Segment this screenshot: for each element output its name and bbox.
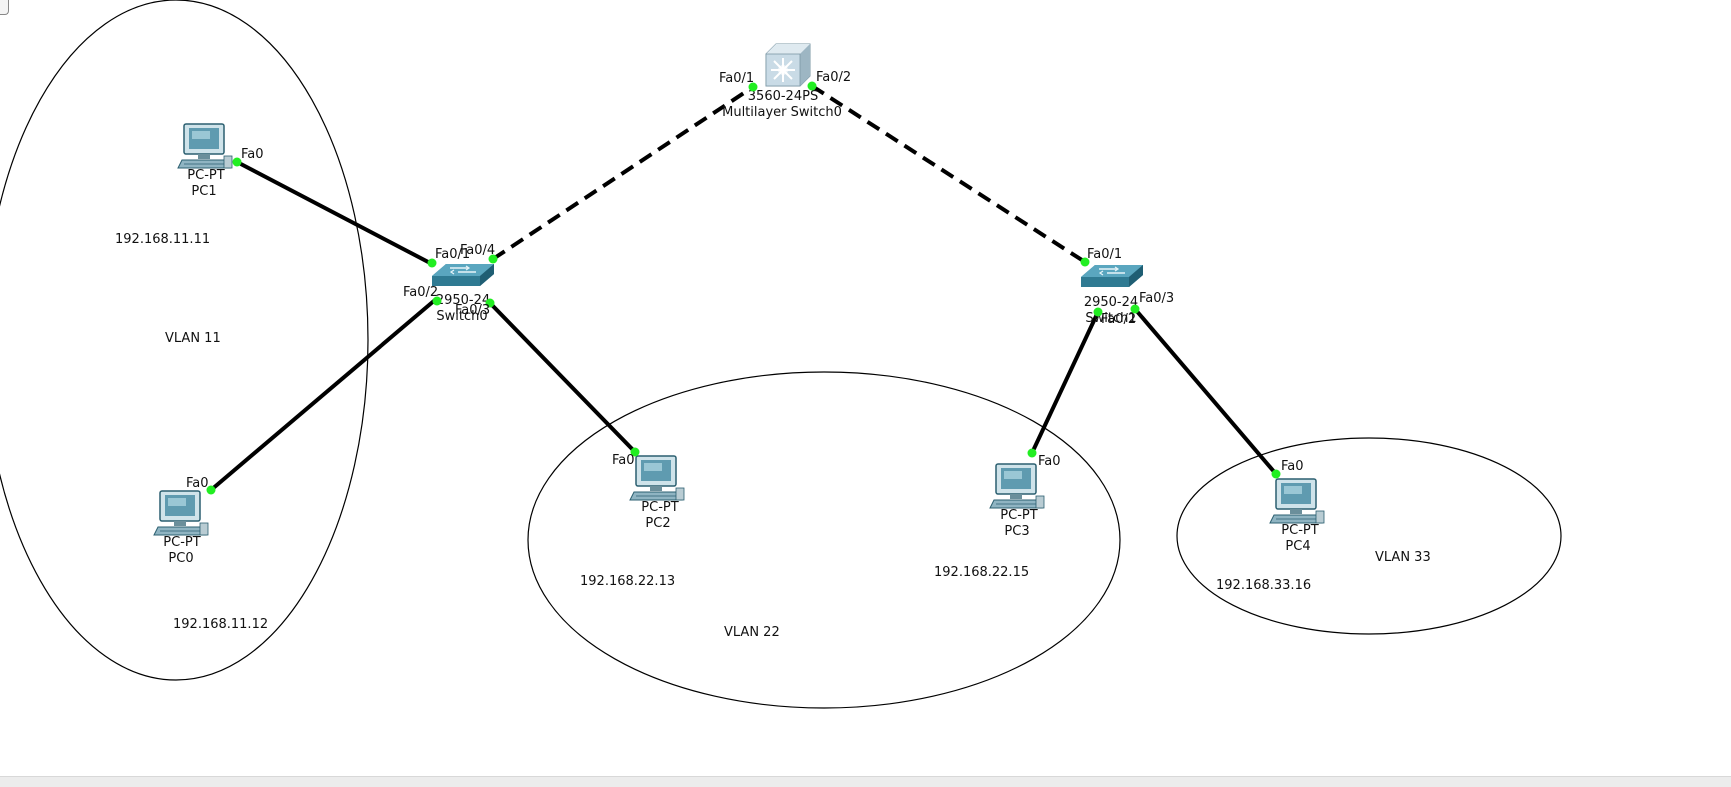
switch0-fa03-dot <box>485 298 495 308</box>
switch0-fa01-dot <box>427 258 437 268</box>
pc0-name: PC0 <box>168 551 193 566</box>
switch1-fa03-dot <box>1130 304 1140 314</box>
pc4-name: PC4 <box>1285 539 1310 554</box>
pc3-icon <box>989 463 1045 509</box>
pc4-device[interactable]: PC-PT PC4 <box>1269 478 1325 554</box>
link-pc4-switch1[interactable] <box>1133 307 1278 476</box>
switch1-fa01-label: Fa0/1 <box>1087 247 1122 262</box>
pc1-port-label: Fa0 <box>241 147 264 162</box>
switch1-fa01-dot <box>1080 257 1090 267</box>
pc0-type: PC-PT <box>163 535 200 550</box>
vlan22-boundary <box>527 371 1121 709</box>
switch1-model: 2950-24 <box>1084 295 1138 310</box>
pc3-ip-note: 192.168.22.15 <box>934 565 1029 580</box>
multilayer-fa01-dot <box>748 82 758 92</box>
pc1-icon <box>177 123 233 169</box>
multilayer-fa02-dot <box>807 81 817 91</box>
workspace-bottom-bar <box>0 776 1731 787</box>
pc0-device[interactable]: PC-PT PC0 <box>153 490 209 566</box>
switch0-fa01-label: Fa0/1 <box>435 247 470 262</box>
pc0-ip-note: 192.168.11.12 <box>173 617 268 632</box>
multilayer-fa01-label: Fa0/1 <box>719 71 754 86</box>
vlan11-boundary <box>0 0 369 681</box>
switch0-fa04-label: Fa0/4 <box>460 243 495 258</box>
switch0-fa03-label: Fa0/3 <box>455 303 490 318</box>
pc1-type: PC-PT <box>187 168 224 183</box>
pc2-port-dot <box>630 447 640 457</box>
pc4-ip-note: 192.168.33.16 <box>1216 578 1311 593</box>
switch0-icon <box>431 263 495 287</box>
switch0-name: Switch0 <box>436 309 487 324</box>
pc3-device[interactable]: PC-PT PC3 <box>989 463 1045 539</box>
pc2-icon <box>629 455 685 501</box>
link-pc2-switch0[interactable] <box>488 301 637 454</box>
multilayer-switch-name: Multilayer Switch0 <box>722 105 842 120</box>
multilayer-fa02-label: Fa0/2 <box>816 70 851 85</box>
link-pc3-switch1[interactable] <box>1030 311 1100 454</box>
multilayer-switch-model: 3560-24PS <box>748 89 818 104</box>
switch0-fa04-dot <box>488 254 498 264</box>
pc1-device[interactable]: PC-PT PC1 <box>177 123 233 199</box>
link-pc1-switch0[interactable] <box>236 160 433 266</box>
switch1-icon <box>1080 264 1144 288</box>
pc4-port-dot <box>1271 469 1281 479</box>
vlan33-note: VLAN 33 <box>1375 550 1431 565</box>
pc4-icon <box>1269 478 1325 524</box>
pc3-type: PC-PT <box>1000 508 1037 523</box>
link-pc0-switch0[interactable] <box>209 298 437 492</box>
pc1-name: PC1 <box>191 184 216 199</box>
vlan11-note: VLAN 11 <box>165 331 221 346</box>
switch1-fa02-label: Fa0/2 <box>1101 312 1136 327</box>
switch1-fa03-label: Fa0/3 <box>1139 291 1174 306</box>
pc2-type: PC-PT <box>641 500 678 515</box>
pc3-port-label: Fa0 <box>1038 454 1061 469</box>
pc2-port-label: Fa0 <box>612 453 635 468</box>
pc3-port-dot <box>1027 448 1037 458</box>
pc2-ip-note: 192.168.22.13 <box>580 574 675 589</box>
pc2-device[interactable]: PC-PT PC2 <box>629 455 685 531</box>
pc1-port-dot <box>232 157 242 167</box>
switch0-fa02-dot <box>432 296 442 306</box>
pc3-name: PC3 <box>1004 524 1029 539</box>
link-switch0-multilayer[interactable] <box>491 85 755 261</box>
pc4-port-label: Fa0 <box>1281 459 1304 474</box>
link-multilayer-switch1[interactable] <box>810 84 1087 264</box>
pc4-type: PC-PT <box>1281 523 1318 538</box>
resize-handle[interactable] <box>0 0 9 15</box>
pc0-port-dot <box>206 485 216 495</box>
vlan33-boundary <box>1176 437 1562 635</box>
multilayer-switch-icon <box>765 43 811 87</box>
switch0-device[interactable]: 2950-24 Switch0 <box>431 263 495 324</box>
switch0-model: 2950-24 <box>436 293 490 308</box>
pc1-ip-note: 192.168.11.11 <box>115 232 210 247</box>
multilayer-switch-device[interactable]: 3560-24PS Multilayer Switch0 <box>722 43 842 120</box>
pc2-name: PC2 <box>645 516 670 531</box>
switch1-fa02-dot <box>1093 307 1103 317</box>
switch0-fa02-label: Fa0/2 <box>403 285 438 300</box>
vlan22-note: VLAN 22 <box>724 625 780 640</box>
pc0-icon <box>153 490 209 536</box>
pc0-port-label: Fa0 <box>186 476 209 491</box>
